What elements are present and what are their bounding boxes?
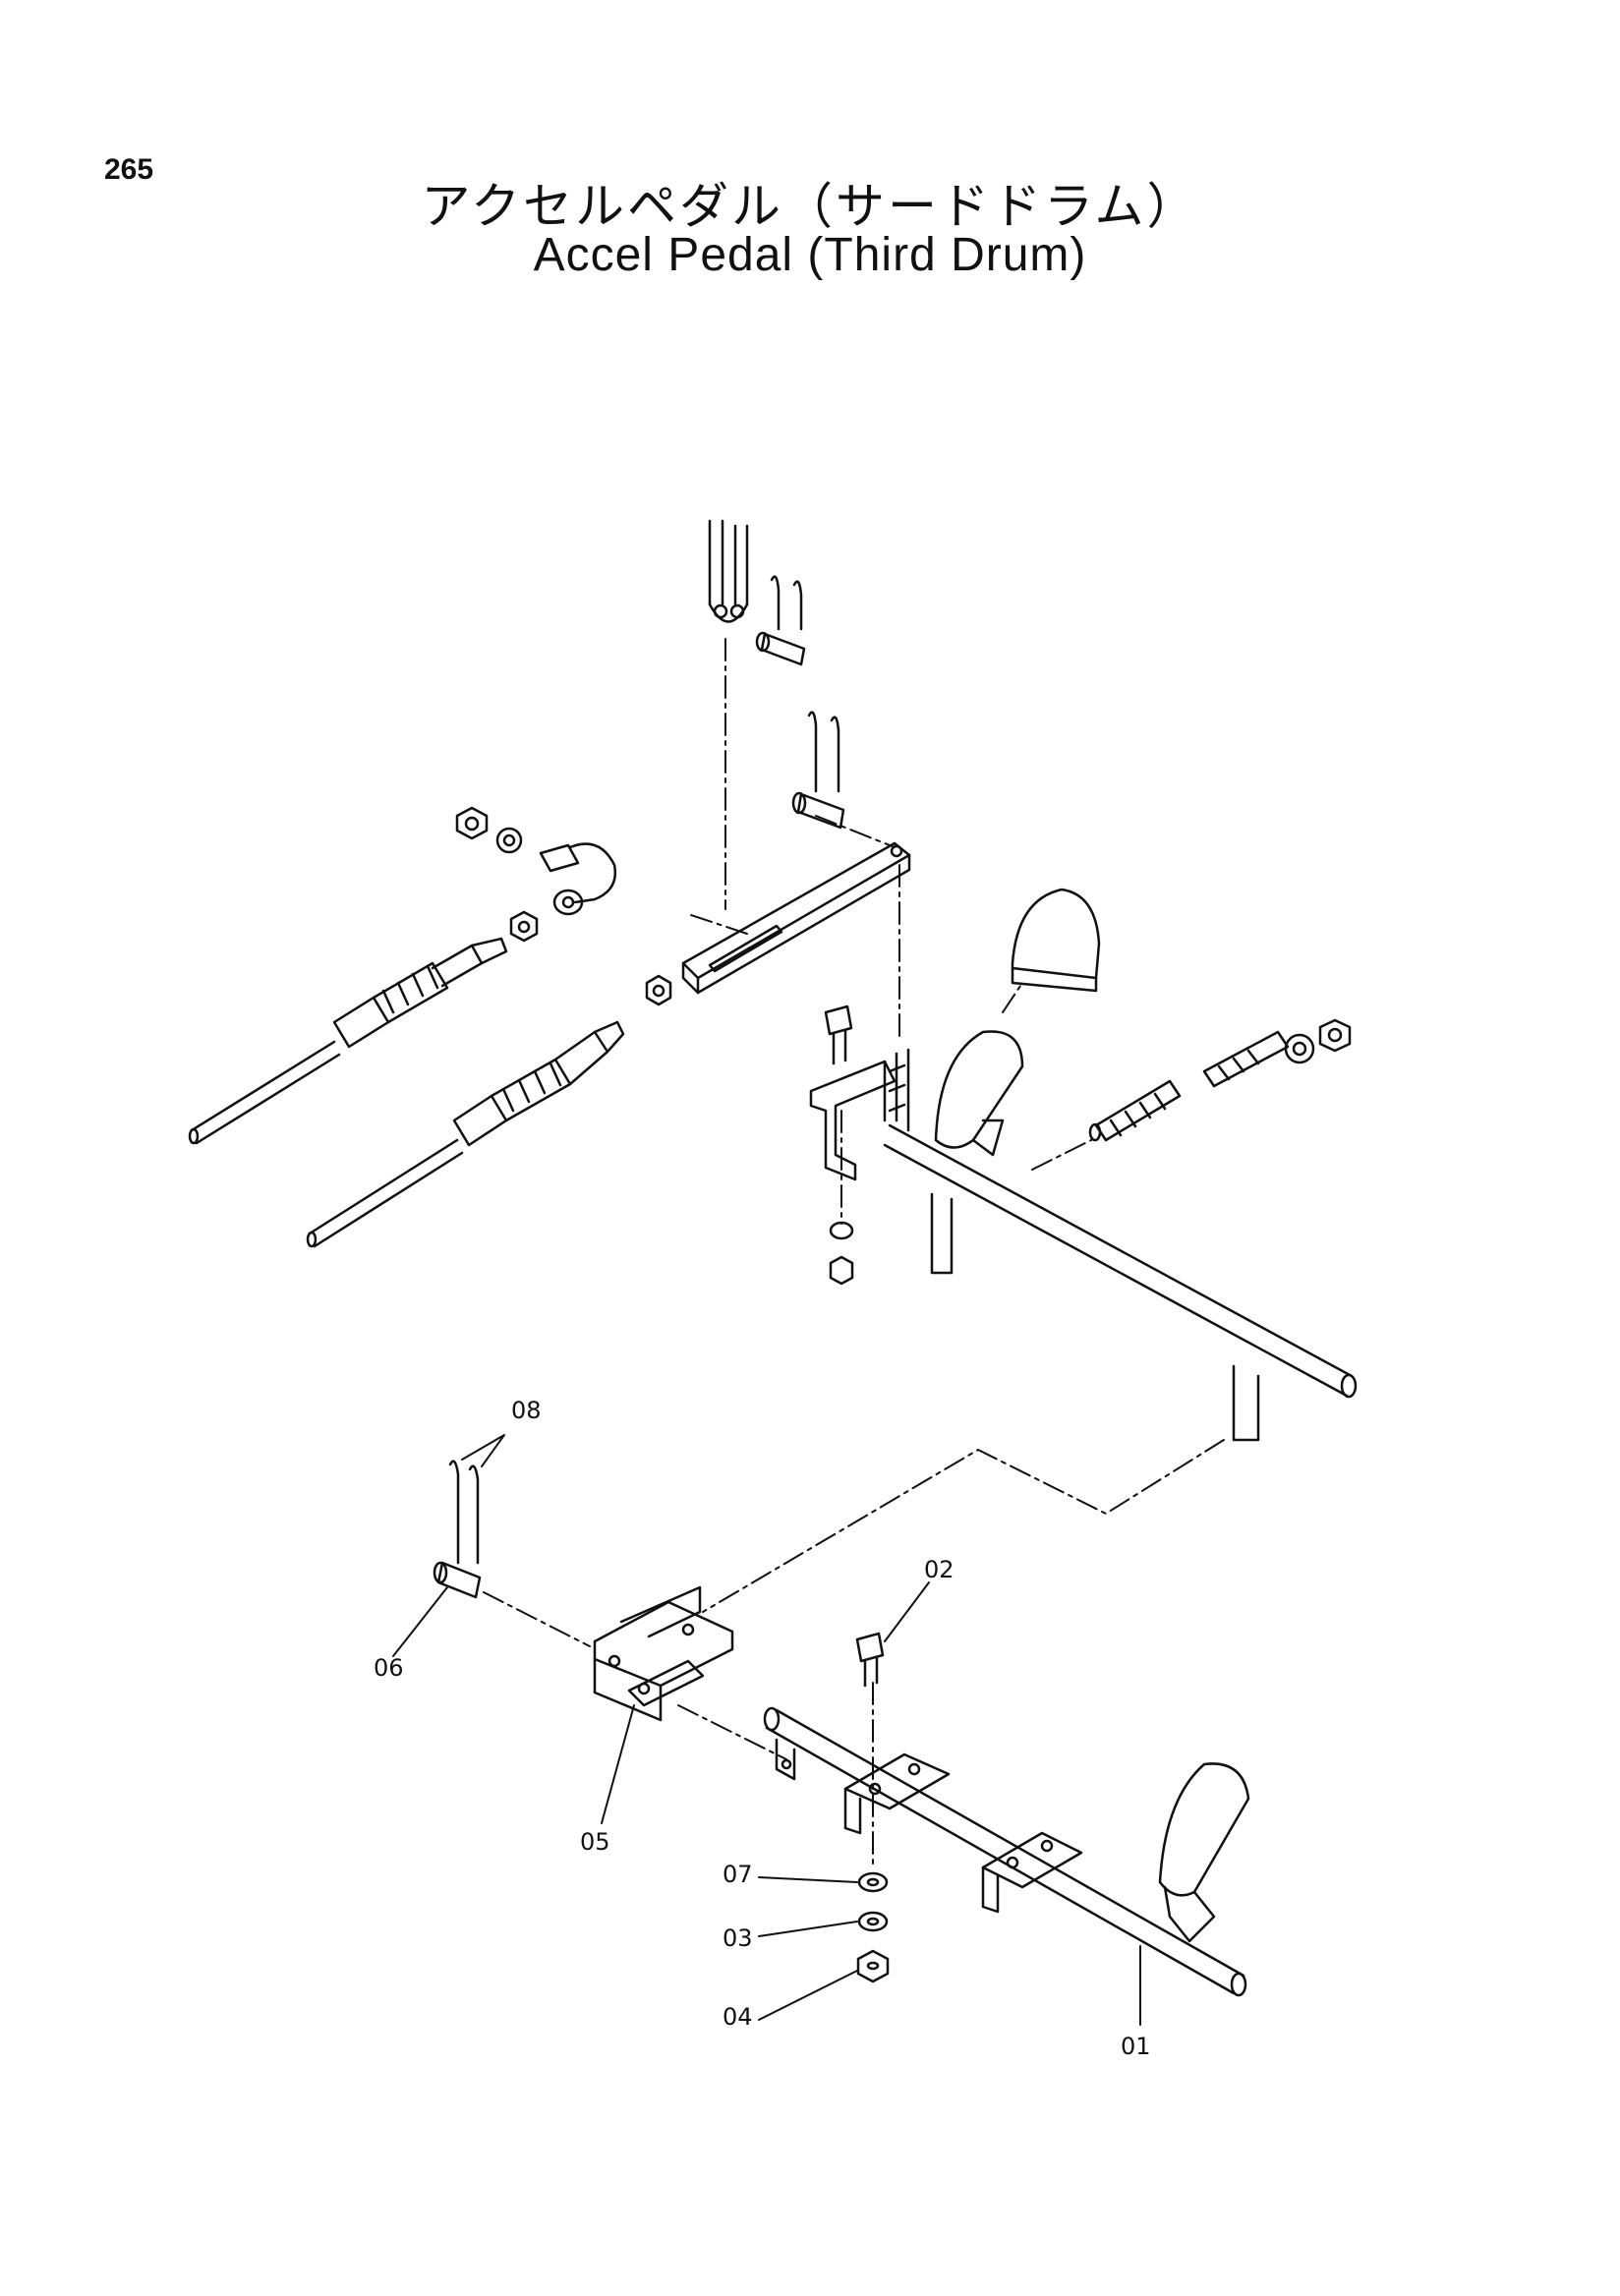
- lower-assembly: [433, 1460, 1250, 1997]
- page-title-english: Accel Pedal (Third Drum): [533, 229, 1087, 281]
- upper-assembly: [188, 519, 1358, 1613]
- page-number: 265: [104, 153, 154, 186]
- callout-01: 01: [1121, 2033, 1151, 2060]
- page-title-japanese: アクセルペダル（サードドラム）: [421, 178, 1199, 235]
- lower-throttle-cable: [306, 1020, 625, 1248]
- part-01-pedal-shaft: [763, 1706, 1250, 1997]
- callout-02: 02: [924, 1556, 955, 1583]
- lower-clevis-pin: [791, 711, 845, 830]
- return-spring: [1031, 1018, 1352, 1171]
- upper-pedal: [934, 888, 1101, 1157]
- callout-leaders: [392, 1434, 1141, 2026]
- part-07-washer: [857, 1871, 889, 1893]
- callout-08: 08: [511, 1397, 542, 1424]
- upper-main-shaft: [883, 1123, 1358, 1442]
- callout-04: 04: [723, 2003, 753, 2031]
- callout-05: 05: [580, 1828, 610, 1856]
- part-04-nut: [856, 1949, 890, 1983]
- callout-03: 03: [723, 1924, 753, 1952]
- upper-mount-bracket: [809, 1004, 910, 1286]
- upper-linkage-rod: [708, 519, 749, 623]
- part-06-clevis-pin: [433, 1561, 591, 1647]
- upper-clevis-pin: [755, 575, 806, 666]
- part-02-bolt: [855, 1632, 885, 1868]
- upper-throttle-cable: [188, 937, 508, 1145]
- callout-06: 06: [374, 1654, 404, 1682]
- part-05-bracket: [593, 1585, 787, 1760]
- slotted-link-bar: [681, 841, 911, 995]
- part-03-washer: [857, 1911, 889, 1932]
- callout-07: 07: [723, 1861, 753, 1888]
- part-08-cotter-pins: [448, 1460, 480, 1565]
- cable-end-hardware: [455, 806, 672, 1006]
